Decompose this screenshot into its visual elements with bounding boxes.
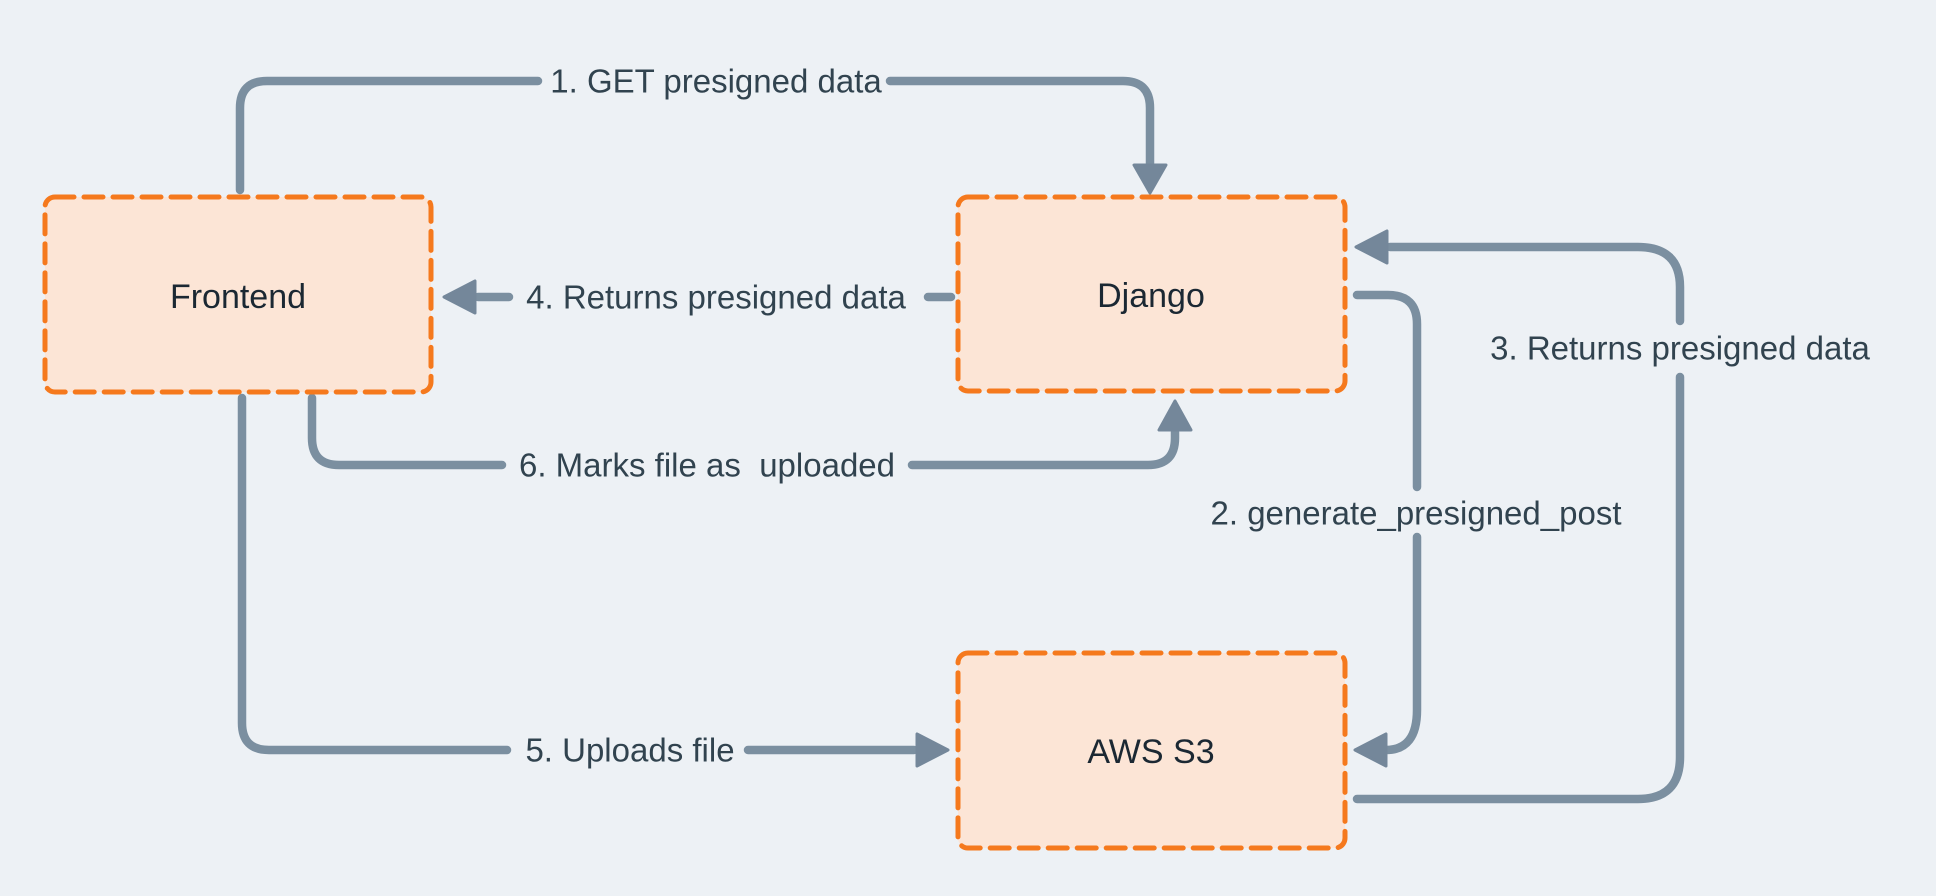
edge-3-arrowhead-left-icon: [1354, 229, 1389, 265]
node-django: Django: [955, 194, 1348, 394]
edge-6-line-left: [307, 393, 507, 470]
edge-3-line-bottom: [1352, 372, 1685, 804]
edge-1-label: 1. GET presigned data: [550, 63, 882, 100]
edge-6-line-right: [907, 427, 1180, 470]
edge-4-arrowhead-left-icon: [442, 279, 477, 315]
node-django-box: [955, 194, 1348, 394]
node-django-label: Django: [1097, 277, 1205, 315]
edge-3-label: 3. Returns presigned data: [1490, 330, 1870, 367]
edge-2-arrowhead-left-icon: [1353, 732, 1388, 768]
node-frontend-box: [42, 194, 434, 395]
edge-4-returns-presigned-data: 4. Returns presigned data: [442, 279, 956, 316]
edge-2-label: 2. generate_presigned_post: [1211, 495, 1622, 532]
edge-4-label: 4. Returns presigned data: [526, 279, 906, 316]
edge-6-marks-file-uploaded: 6. Marks file as uploaded: [307, 393, 1193, 484]
edge-1-get-presigned-data: 1. GET presigned data: [235, 63, 1168, 195]
edge-2-line-bottom: [1381, 532, 1422, 755]
edge-1-line-right: [885, 76, 1155, 171]
edge-6-label: 6. Marks file as uploaded: [519, 447, 895, 484]
edge-5-line-left: [237, 393, 512, 755]
edge-2-line-top: [1352, 290, 1422, 492]
node-aws-s3-label: AWS S3: [1087, 733, 1214, 771]
node-frontend-label: Frontend: [170, 278, 306, 316]
edge-5-label: 5. Uploads file: [525, 732, 734, 769]
node-aws-s3: AWS S3: [955, 650, 1348, 851]
edge-1-line-left: [235, 76, 543, 195]
node-frontend: Frontend: [42, 194, 434, 395]
edge-5-uploads-file: 5. Uploads file: [237, 393, 950, 769]
edge-2-generate-presigned-post: 2. generate_presigned_post: [1211, 290, 1622, 768]
edge-5-arrowhead-right-icon: [915, 732, 950, 768]
node-aws-s3-box: [955, 650, 1348, 851]
edge-3-line-top: [1385, 242, 1685, 326]
edge-6-arrowhead-up-icon: [1157, 399, 1193, 432]
edge-1-arrowhead-down-icon: [1132, 163, 1168, 195]
edge-3-returns-presigned-data: 3. Returns presigned data: [1352, 229, 1871, 804]
